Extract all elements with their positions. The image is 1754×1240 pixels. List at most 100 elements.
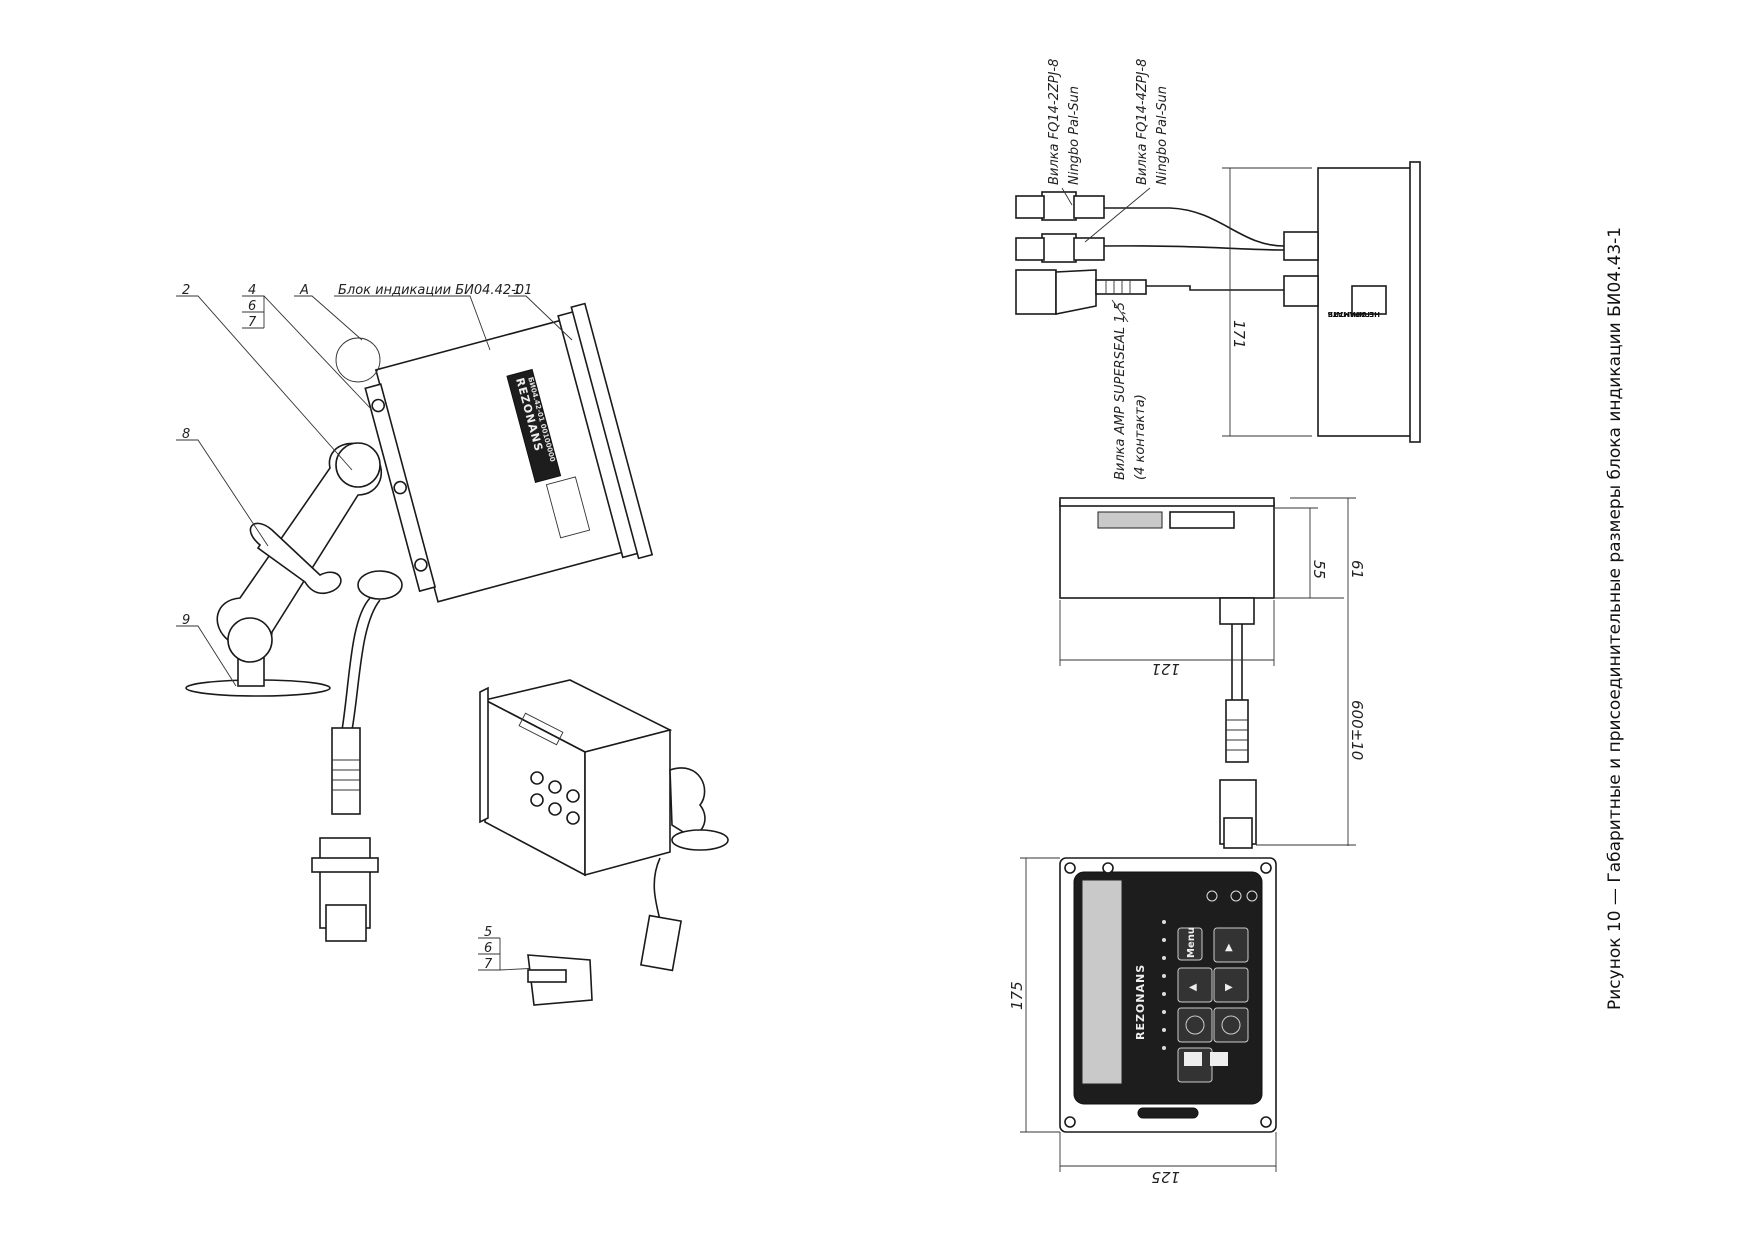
up-arrow-key[interactable]: [1213, 927, 1249, 963]
dim-lines-depth: [1274, 497, 1356, 599]
dim-line-front-height: [1020, 857, 1060, 1133]
top-label-1: [1097, 511, 1163, 529]
connector-plug: [325, 904, 367, 942]
help-key[interactable]: [1177, 1007, 1213, 1043]
warranty-sticker: [1351, 285, 1387, 315]
bellow-rings: [332, 759, 360, 791]
up-arrow-icon: ▲: [1225, 942, 1233, 953]
left-arrow-key[interactable]: [1177, 967, 1213, 1003]
indicator-1: [1184, 1052, 1202, 1066]
top-plug-end: [1223, 817, 1253, 849]
ball-joint-lower: [227, 617, 273, 663]
menu-key[interactable]: [1177, 927, 1203, 961]
right-arrow-key[interactable]: [1213, 967, 1249, 1003]
side-gland-1: [1283, 231, 1319, 261]
bolt: [414, 558, 428, 572]
connector-3-maker: (4 контакта): [1133, 394, 1148, 480]
dim-line-width: [1059, 600, 1275, 666]
iso-arm: [669, 767, 706, 836]
power-key[interactable]: [1213, 1007, 1249, 1043]
leader-1: [508, 295, 573, 341]
figure-caption: Рисунок 10 — Габаритные и присоединитель…: [1605, 227, 1625, 1010]
detail-bolt: [527, 969, 567, 983]
ball-joint-upper: [335, 442, 381, 488]
iso-base: [671, 829, 729, 851]
connector-leaders: [1061, 187, 1151, 323]
top-gland: [1219, 597, 1255, 625]
detail-callout-6: 6: [484, 941, 492, 956]
leader-4: [242, 295, 373, 411]
lcd-screen: [1081, 879, 1123, 1085]
connector-2-maker: Ningbo Pal-Sun: [1155, 86, 1170, 185]
top-flange: [1059, 497, 1275, 507]
detail-callout-7: 7: [484, 957, 493, 972]
cable-bellow: [331, 727, 361, 815]
top-cable: [1231, 624, 1243, 700]
detail-marker-a: A: [299, 283, 309, 298]
screw-icon: [1260, 862, 1272, 874]
assembly-view: REZONANS БИ04.42-01 00100000 2 4 6 7 A: [176, 283, 654, 942]
help-icon: [1185, 1015, 1205, 1035]
detail-view: 5 6 7: [478, 925, 593, 1006]
iso-screen: [518, 712, 564, 746]
leader-unit: [334, 295, 491, 351]
plug-3: [1015, 269, 1147, 315]
menu-key-label: Menu: [1186, 927, 1197, 958]
dim-top-depth-total: 61: [1348, 560, 1366, 579]
top-label-2: [1169, 511, 1235, 529]
detail-a-circle: [335, 337, 381, 383]
screw-icon: [1064, 862, 1076, 874]
display-visor: [570, 302, 654, 560]
side-view: ГАРАНТИЯ НЕ СНИМАТЬ 171 Вилка FQ14-2ZPJ-…: [1015, 59, 1421, 480]
top-body: [1059, 501, 1275, 599]
leader-4-stack: [242, 296, 265, 329]
side-cable-1: [1102, 207, 1285, 247]
plug-2: [1015, 233, 1105, 263]
side-flange: [1409, 161, 1421, 443]
unit-label: Блок индикации БИ04.42-01: [338, 283, 532, 298]
top-bellow-rings: [1226, 719, 1248, 751]
front-brand: REZONANS: [1134, 964, 1147, 1040]
leader-8: [176, 439, 269, 547]
connector-1-maker: Ningbo Pal-Sun: [1067, 86, 1082, 185]
indicator-2: [1210, 1052, 1228, 1066]
dim-cable-length: 600±10: [1348, 700, 1366, 760]
detail-leaders: [478, 937, 541, 971]
dim-front-height: 175: [1008, 981, 1026, 1010]
callout-8: 8: [182, 427, 190, 442]
top-view: 55 61 121 600±10: [1059, 497, 1366, 849]
connector-3-name: Вилка AMP SUPERSEAL 1,5: [1113, 302, 1128, 480]
callout-2: 2: [182, 283, 190, 298]
iso-connector: [639, 914, 683, 972]
cable-gland: [357, 570, 403, 600]
connector-1-name: Вилка FQ14-2ZPJ-8: [1047, 59, 1062, 185]
right-arrow-icon: ▶: [1225, 982, 1233, 993]
dim-top-depth-body: 55: [1310, 560, 1328, 579]
leader-2: [176, 295, 353, 471]
callout-7: 7: [248, 315, 257, 330]
status-leds: [1162, 920, 1166, 1050]
display-window: [545, 476, 591, 539]
display-unit: REZONANS БИ04.42-01 00100000: [364, 302, 654, 603]
sticker-line1: ГАРАНТИЯ: [1328, 310, 1370, 318]
callout-4: 4: [248, 283, 256, 298]
bolt: [393, 480, 407, 495]
screw-icon: [1064, 1116, 1076, 1128]
left-arrow-icon: ◀: [1189, 982, 1197, 993]
arm-knob: [249, 522, 342, 595]
side-cable-3: [1140, 285, 1284, 291]
mode-icons: [1206, 890, 1258, 902]
sticker-line2: НЕ СНИМАТЬ: [1328, 310, 1380, 318]
isometric-view: [479, 679, 729, 972]
cable: [341, 597, 371, 731]
top-bellow: [1225, 699, 1249, 763]
screw-icon: [1260, 1116, 1272, 1128]
iso-visor: [479, 686, 489, 824]
dim-line-front-width: [1059, 1132, 1277, 1172]
leader-a: [294, 295, 363, 341]
cable: [351, 599, 381, 731]
bolt: [371, 398, 385, 413]
dim-side-height: 171: [1230, 320, 1248, 349]
front-view: REZONANS Menu ▲ ◀ ▶ 175 125: [1008, 857, 1277, 1186]
